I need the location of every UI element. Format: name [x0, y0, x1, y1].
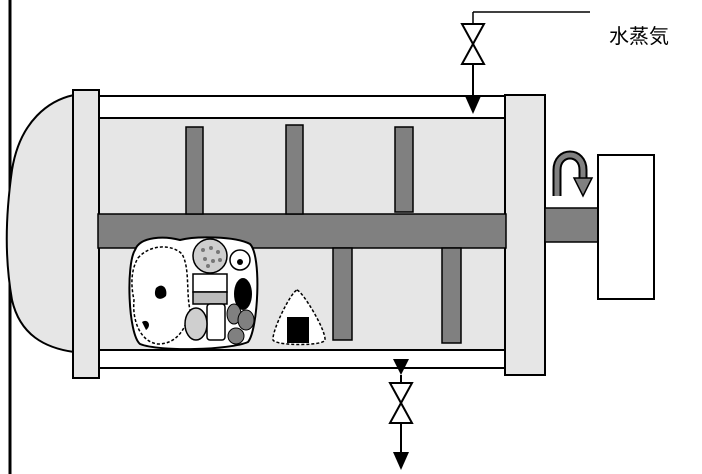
rice-ball-icon [272, 289, 326, 346]
rotation-arrow-icon [552, 150, 594, 198]
outlet-valve-icon [388, 359, 414, 470]
shaft-extension [544, 207, 601, 243]
left-flange [72, 89, 100, 379]
steam-label: 水蒸気 [609, 24, 669, 48]
dome-end-cap [5, 93, 75, 354]
paddle-upper-3 [394, 126, 414, 213]
paddle-lower-1 [332, 247, 353, 341]
paddle-upper-1 [185, 126, 204, 215]
drum-top-band [97, 95, 507, 119]
paddle-upper-2 [285, 124, 304, 215]
steam-inlet-valve-icon [460, 11, 590, 114]
food-scraps-icon [128, 236, 259, 351]
motor-box [597, 154, 655, 300]
right-flange [504, 94, 546, 376]
paddle-lower-2 [441, 247, 462, 344]
drum-bottom-band [97, 349, 507, 369]
